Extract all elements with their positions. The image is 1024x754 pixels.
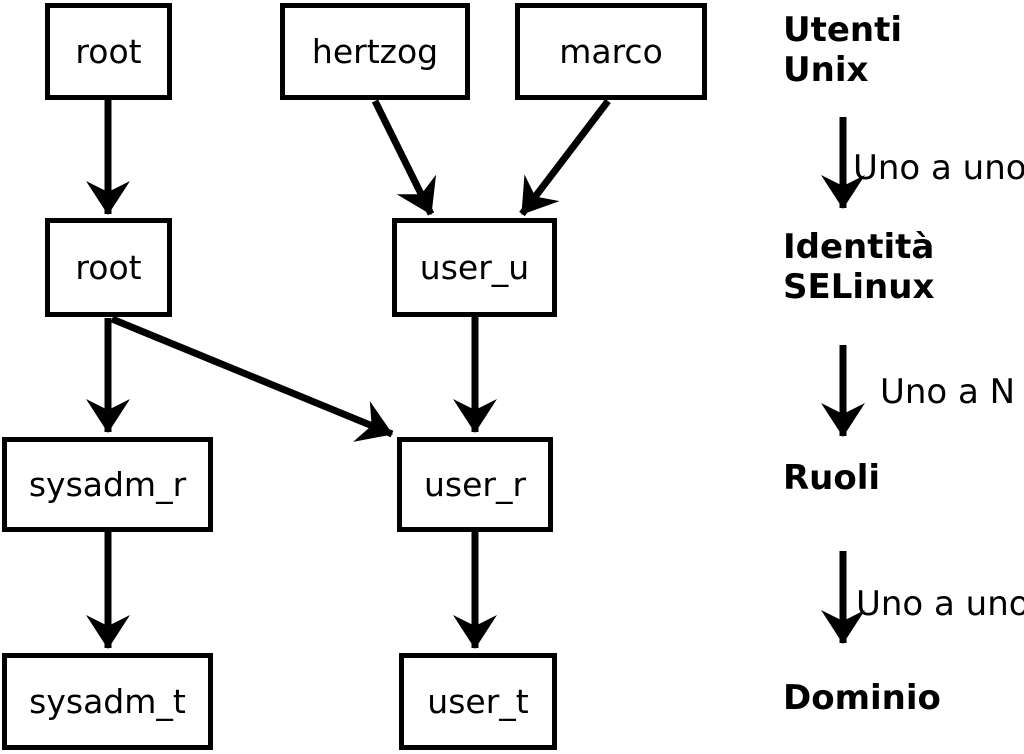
legend-level-utenti-unix: Utenti Unix [783, 10, 902, 90]
legend-relation-uno-a-uno-1: Uno a uno [853, 148, 1024, 188]
legend-level-ruoli: Ruoli [783, 458, 880, 498]
node-label: sysadm_t [29, 682, 186, 721]
node-domain-user-t: user_t [399, 653, 557, 750]
node-role-user-r: user_r [397, 437, 553, 532]
arrow-selinux-root-to-user-r [110, 315, 394, 442]
node-unix-user-marco: marco [515, 3, 707, 100]
legend-level-dominio: Dominio [783, 678, 941, 718]
legend-relation-uno-a-uno-2: Uno a uno [856, 584, 1024, 624]
legend-relation-uno-a-n: Uno a N [880, 372, 1016, 412]
node-label: user_t [427, 682, 529, 721]
node-label: root [75, 248, 142, 287]
legend-level-identita-selinux: Identità SELinux [783, 227, 934, 307]
legend-line: Utenti [783, 10, 903, 50]
node-unix-user-root: root [45, 3, 172, 100]
legend-line: Dominio [783, 678, 941, 718]
node-label: root [75, 32, 142, 71]
node-label: marco [559, 32, 663, 71]
node-unix-user-hertzog: hertzog [280, 3, 470, 100]
node-label: sysadm_r [28, 465, 187, 504]
node-selinux-identity-root: root [45, 218, 172, 317]
arrow-marco-to-user-u [519, 98, 611, 217]
legend-line: Unix [783, 50, 869, 90]
legend-line: Ruoli [783, 458, 881, 498]
node-domain-sysadm-t: sysadm_t [2, 653, 213, 750]
node-role-sysadm-r: sysadm_r [2, 437, 213, 532]
node-label: hertzog [311, 32, 439, 71]
node-selinux-identity-user-u: user_u [392, 218, 557, 317]
node-label: user_r [423, 465, 527, 504]
node-label: user_u [419, 248, 530, 287]
legend-line: SELinux [783, 267, 935, 307]
arrow-hertzog-to-user-u [371, 99, 437, 216]
legend-line: Identità [783, 227, 935, 267]
